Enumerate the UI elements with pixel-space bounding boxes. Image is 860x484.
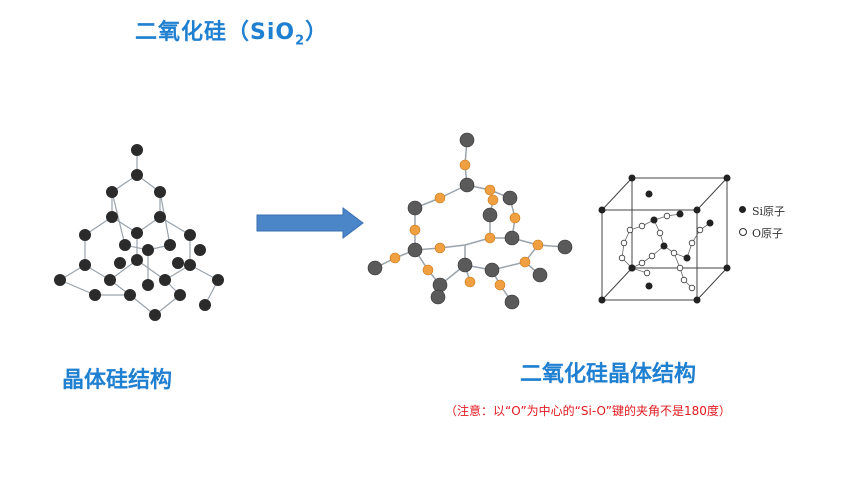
legend-o: O原子	[739, 225, 783, 241]
silica-crystal-label: 二氧化硅晶体结构	[520, 362, 697, 387]
right-arrow-icon	[256, 207, 364, 239]
silica-unit-cell-diagram	[598, 174, 731, 304]
bond-angle-note: （注意：以“O”为中心的“Si-O”键的夹角不是180度）	[445, 404, 731, 418]
si-atom-icon	[739, 206, 746, 213]
legend-si: Si原子	[739, 203, 785, 219]
page-title: 二氧化硅（SiO2）	[135, 20, 329, 49]
silica-ball-stick-diagram	[367, 132, 573, 310]
o-atom-icon	[739, 228, 747, 236]
silicon-crystal-diagram	[54, 144, 224, 321]
silicon-crystal-label: 晶体硅结构	[62, 368, 173, 393]
